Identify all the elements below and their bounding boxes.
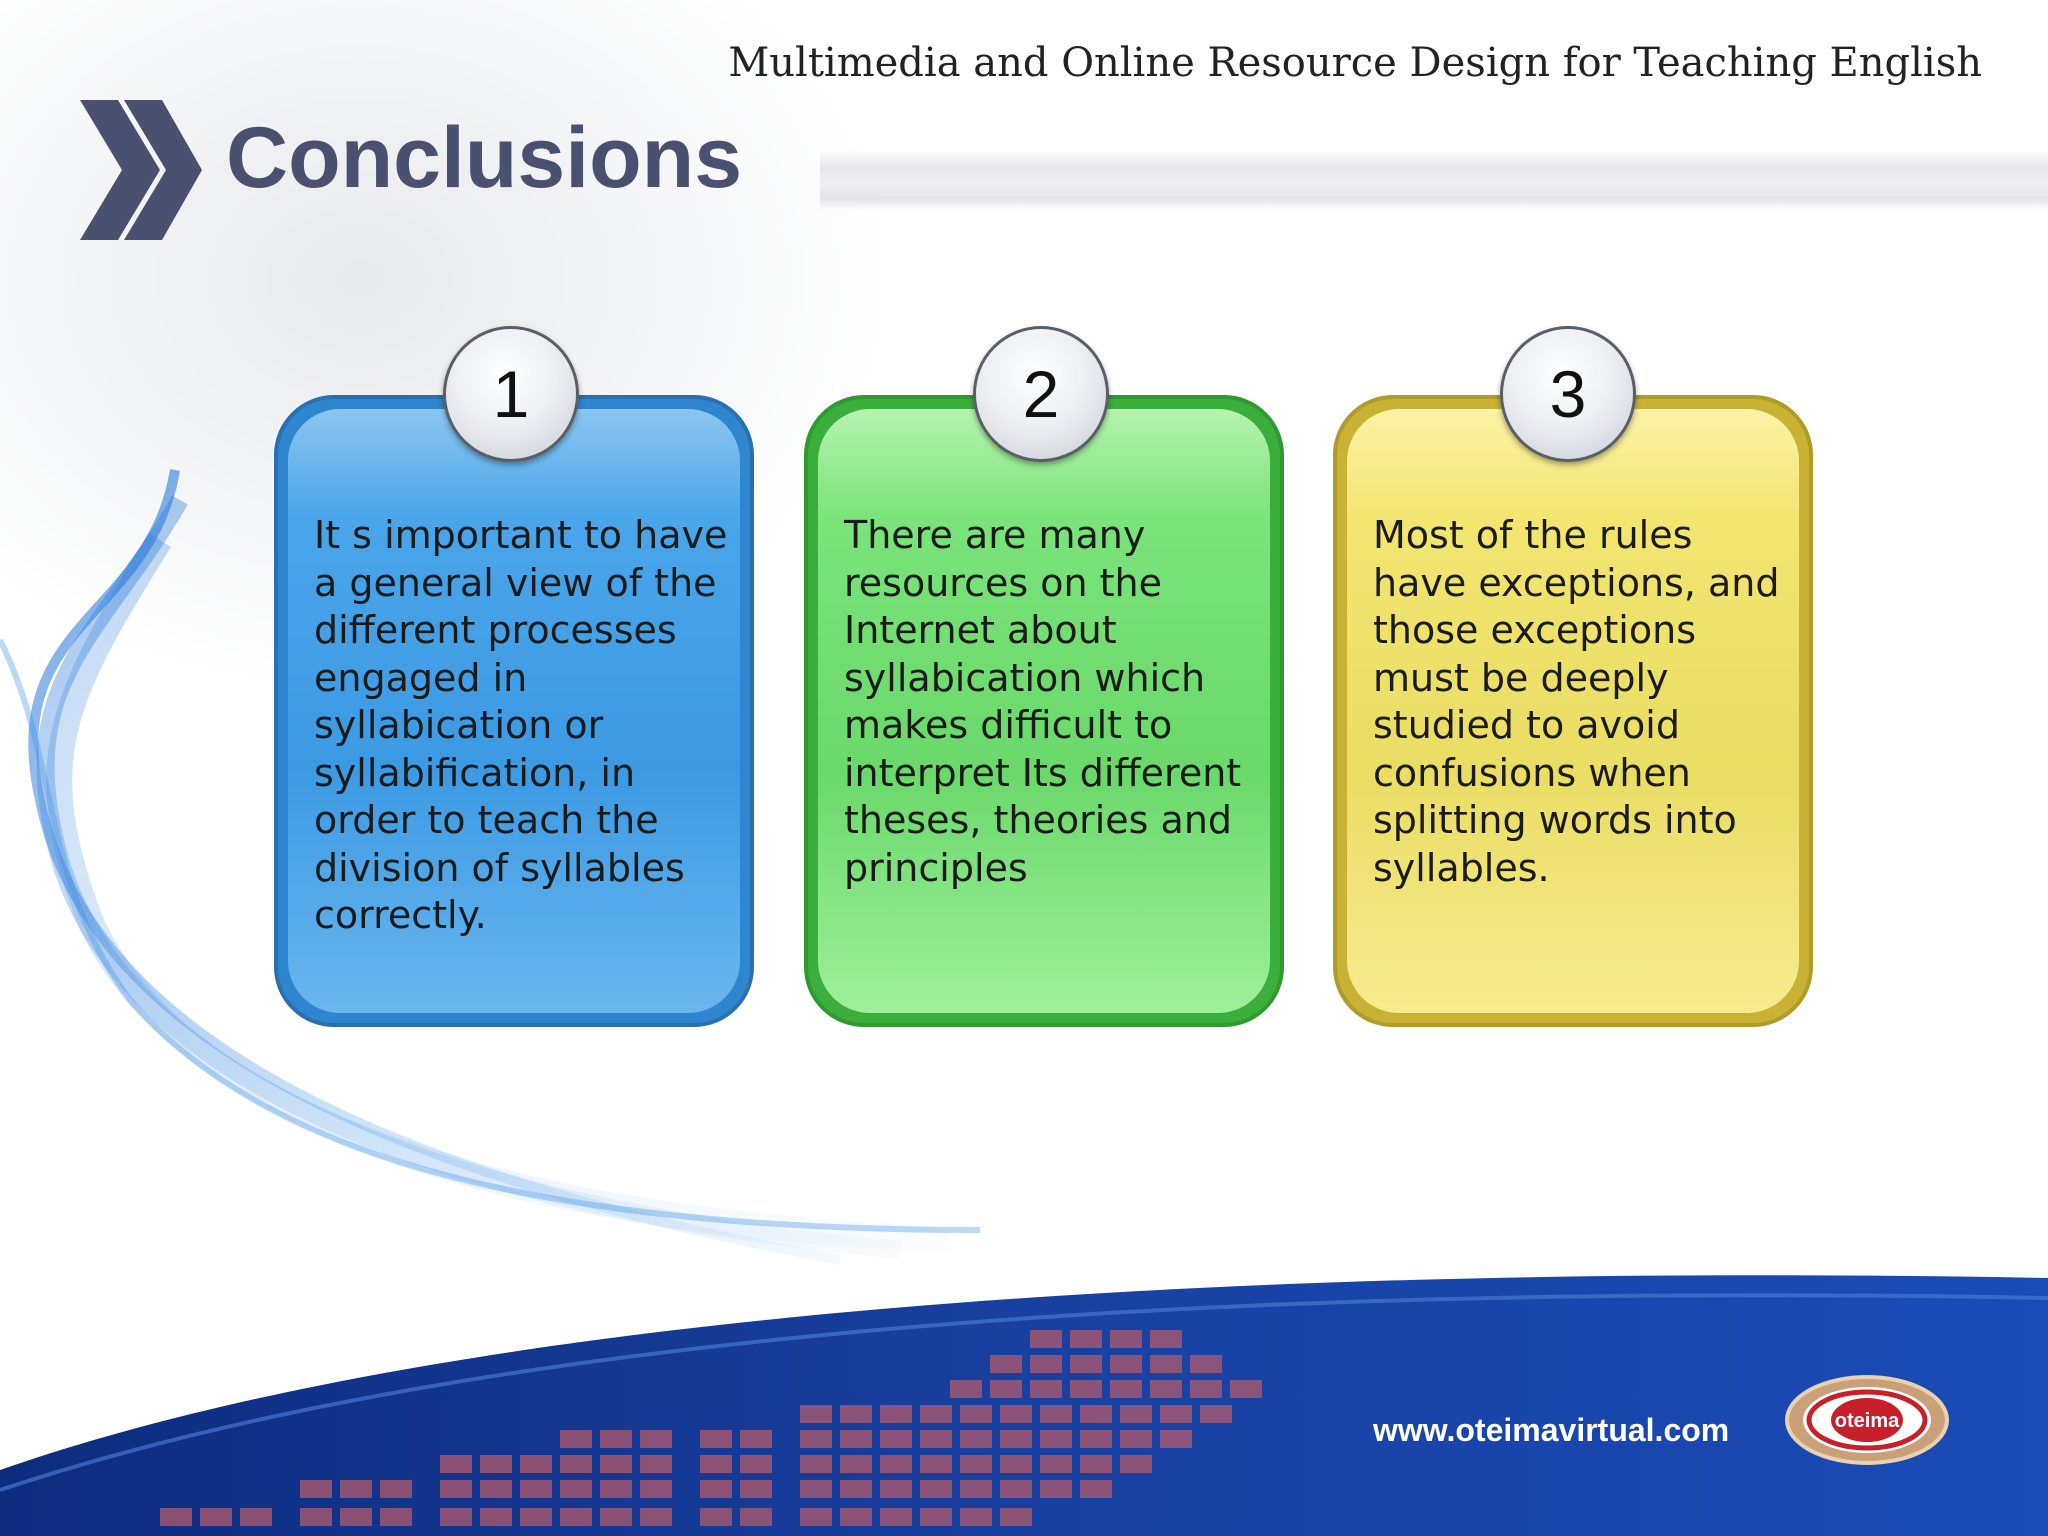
website-url[interactable]: www.oteimavirtual.com	[1373, 1412, 1730, 1448]
conclusion-text-2: There are many resources on the Internet…	[844, 513, 1242, 890]
logo-text: oteima	[1835, 1410, 1900, 1432]
number-badge-1: 1	[443, 326, 579, 462]
card-gloss	[288, 409, 740, 1013]
slide-title: Conclusions	[226, 110, 743, 206]
course-title: Multimedia and Online Resource Design fo…	[728, 40, 1982, 86]
card-gloss	[818, 409, 1270, 1013]
conclusion-card-3: Most of the rules have exceptions, and t…	[1333, 395, 1813, 1027]
number-badge-3: 3	[1500, 326, 1636, 462]
double-chevron-icon	[80, 100, 202, 240]
conclusion-text-3: Most of the rules have exceptions, and t…	[1373, 513, 1780, 890]
card-gloss	[1347, 409, 1799, 1013]
number-badge-2: 2	[973, 326, 1109, 462]
oteima-logo: oteima	[1785, 1375, 1949, 1465]
conclusion-card-1: It s important to have a general view of…	[274, 395, 754, 1027]
footer-band	[0, 1275, 2048, 1536]
title-stripe	[820, 150, 2048, 210]
conclusion-card-2: There are many resources on the Internet…	[804, 395, 1284, 1027]
conclusion-text-1: It s important to have a general view of…	[314, 513, 728, 937]
